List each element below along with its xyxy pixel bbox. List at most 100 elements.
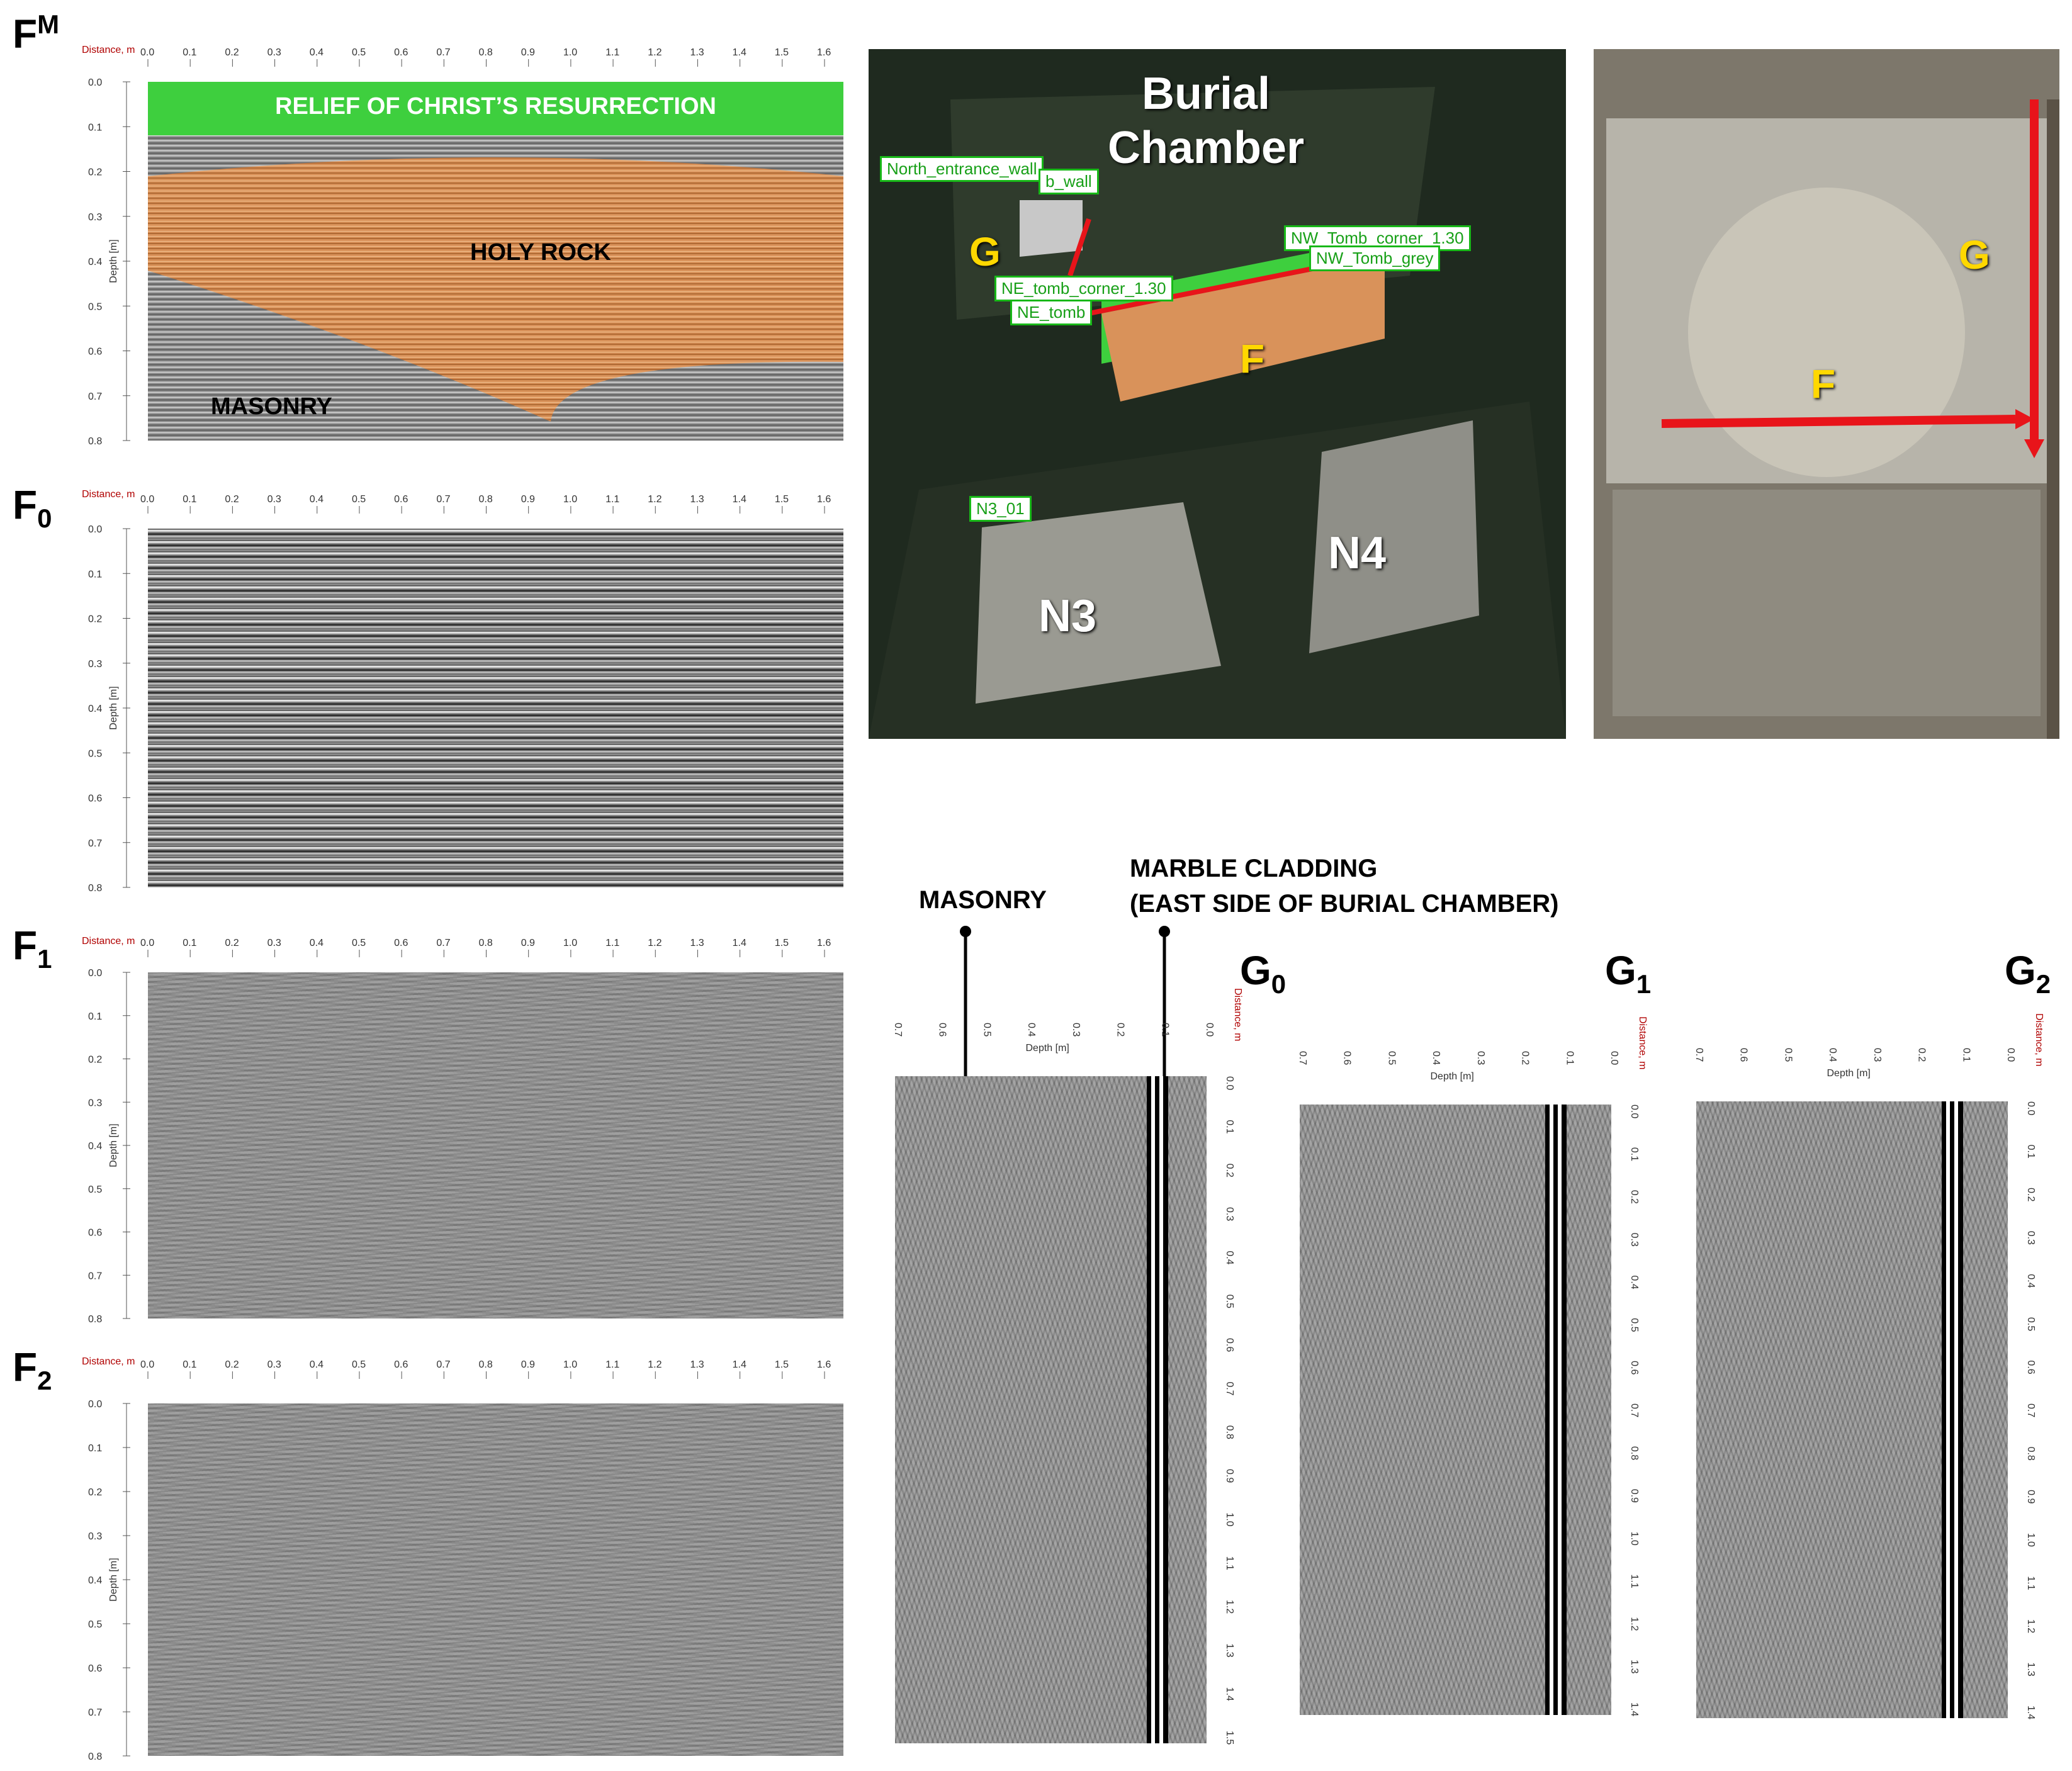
tag-nw-grey: NW_Tomb_grey — [1309, 245, 1441, 271]
g2-distance-tick: 0.7 — [2025, 1403, 2036, 1417]
g0-distance-tick: 0.3 — [1224, 1207, 1235, 1221]
tag-wall-suffix: b_wall — [1039, 169, 1099, 194]
g2-depth-tick: 0.3 — [1872, 1048, 1883, 1062]
g1-distance-tick: 1.4 — [1629, 1702, 1640, 1716]
g0-distance-tick: 1.3 — [1224, 1643, 1235, 1657]
tag-ne-tomb: NE_tomb — [1010, 300, 1093, 325]
g1-distance-tick: 0.4 — [1629, 1275, 1640, 1289]
g0-depth-tick: 0.7 — [892, 1023, 903, 1037]
g0-depth-tick: 0.6 — [937, 1023, 948, 1037]
g2-distance-label: Distance, m — [2034, 1013, 2044, 1066]
f2-axes: Distance, m — [82, 1356, 135, 1367]
g1-depth-tick: 0.1 — [1564, 1051, 1575, 1065]
g1-distance-tick: 0.7 — [1629, 1403, 1640, 1417]
f1-axes: Distance, m — [82, 936, 135, 947]
g2-depth-tick: 0.1 — [1961, 1048, 1971, 1062]
g1-distance-tick: 1.3 — [1629, 1660, 1640, 1673]
g1-distance-tick: 0.5 — [1629, 1318, 1640, 1332]
fm-profile: RELIEF OF CHRIST’S RESURRECTION HOLY ROC… — [148, 82, 843, 441]
g1-distance-tick: 0.6 — [1629, 1361, 1640, 1375]
g1-distance-tick: 0.2 — [1629, 1190, 1640, 1204]
photo-g-label: G — [1959, 232, 1990, 278]
relief-layer — [148, 82, 843, 135]
g0-distance-tick: 1.4 — [1224, 1687, 1235, 1701]
g0-distance-tick: 0.6 — [1224, 1338, 1235, 1352]
g2-distance-tick: 1.2 — [2025, 1619, 2036, 1633]
f-slice-rock — [1101, 257, 1385, 402]
g0-distance-tick: 0.4 — [1224, 1251, 1235, 1264]
photo-f-label: F — [1811, 361, 1836, 407]
g2-distance-tick: 0.1 — [2025, 1145, 2036, 1159]
distance-label: Distance, m — [82, 45, 135, 55]
g1-distance-tick: 0.0 — [1629, 1105, 1640, 1118]
g-annot-marble: MARBLE CLADDING (EAST SIDE OF BURIAL CHA… — [1130, 855, 1559, 918]
g-slice — [1020, 200, 1083, 257]
g0-distance-tick: 0.9 — [1224, 1469, 1235, 1483]
g2-distance-tick: 1.1 — [2025, 1576, 2036, 1590]
g2-distance-tick: 0.0 — [2025, 1101, 2036, 1115]
panel-label-fm: FM — [13, 9, 60, 57]
g0-distance-tick: 0.2 — [1224, 1164, 1235, 1178]
g0-distance-tick: 1.5 — [1224, 1731, 1235, 1745]
g2-distance-tick: 0.8 — [2025, 1447, 2036, 1461]
g2-marble-reflector — [1942, 1101, 1963, 1718]
panel-label-g0: G0 — [1240, 948, 1287, 999]
f1-profile — [148, 972, 843, 1318]
g2-distance-tick: 1.4 — [2025, 1706, 2036, 1719]
g1-depth-tick: 0.5 — [1386, 1051, 1397, 1065]
3d-model-view: Burial Chamber North_entrance_wall b_wal… — [869, 49, 1566, 739]
g2-distance-tick: 1.3 — [2025, 1662, 2036, 1676]
g0-distance-tick: 0.8 — [1224, 1425, 1235, 1439]
g2-distance-tick: 0.5 — [2025, 1317, 2036, 1331]
model-n3-label: N3 — [1039, 591, 1097, 641]
panel-label-f1: F1 — [13, 923, 52, 974]
model-f-label: F — [1240, 336, 1265, 381]
g1-distance-label: Distance, m — [1637, 1016, 1648, 1069]
g1-depth-label: Depth [m] — [1431, 1071, 1474, 1082]
holy-rock-label: HOLY ROCK — [470, 239, 611, 266]
g2-distance-tick: 0.6 — [2025, 1360, 2036, 1374]
g0-distance-tick: 0.7 — [1224, 1381, 1235, 1395]
g0-distance-tick: 1.2 — [1224, 1600, 1235, 1614]
g1-distance-tick: 1.2 — [1629, 1617, 1640, 1631]
g1-distance-tick: 1.0 — [1629, 1532, 1640, 1546]
masonry-label: MASONRY — [211, 393, 332, 420]
g2-profile — [1696, 1101, 2008, 1718]
g2-depth-tick: 0.7 — [1694, 1048, 1704, 1062]
g0-distance-tick: 1.1 — [1224, 1556, 1235, 1570]
svg-text:Distance, m: Distance, m — [82, 1356, 135, 1367]
f2-profile — [148, 1403, 843, 1756]
g1-depth-tick: 0.3 — [1475, 1051, 1486, 1065]
g1-depth-tick: 0.2 — [1520, 1051, 1531, 1065]
panel-label-g2: G2 — [2005, 948, 2051, 999]
g1-distance-tick: 0.1 — [1629, 1147, 1640, 1161]
g2-depth-tick: 0.6 — [1738, 1048, 1749, 1062]
tag-ne-corner: NE_tomb_corner_1.30 — [994, 276, 1173, 301]
panel-label-g1: G1 — [1605, 948, 1652, 999]
relief-label: RELIEF OF CHRIST’S RESURRECTION — [275, 93, 716, 120]
model-g-label: G — [969, 229, 1001, 274]
g2-distance-tick: 0.9 — [2025, 1490, 2036, 1504]
f0-profile — [148, 529, 843, 887]
g2-distance-tick: 1.0 — [2025, 1533, 2036, 1547]
g2-depth-tick: 0.5 — [1782, 1048, 1793, 1062]
g0-distance-tick: 0.5 — [1224, 1295, 1235, 1308]
g1-marble-reflector — [1545, 1105, 1567, 1715]
g2-distance-tick: 0.4 — [2025, 1274, 2036, 1288]
g2-distance-tick: 0.3 — [2025, 1231, 2036, 1245]
g1-distance-tick: 0.8 — [1629, 1446, 1640, 1460]
holy-rock-layer — [148, 157, 843, 422]
g1-depth-tick: 0.4 — [1431, 1051, 1441, 1065]
g0-distance-tick: 1.0 — [1224, 1512, 1235, 1526]
g2-depth-tick: 0.2 — [1917, 1048, 1927, 1062]
g2-depth-label: Depth [m] — [1827, 1068, 1871, 1079]
f0-axes: Distance, m — [82, 489, 135, 500]
g0-profile — [895, 1076, 1207, 1743]
g1-depth-tick: 0.0 — [1609, 1051, 1619, 1065]
g1-depth-tick: 0.7 — [1297, 1051, 1308, 1065]
tag-north-entrance: North_entrance_wall — [880, 156, 1044, 182]
model-n4-label: N4 — [1328, 528, 1387, 578]
panel-label-f2: F2 — [13, 1344, 52, 1395]
g0-marble-reflector — [1147, 1076, 1168, 1743]
g2-depth-tick: 0.4 — [1827, 1048, 1838, 1062]
